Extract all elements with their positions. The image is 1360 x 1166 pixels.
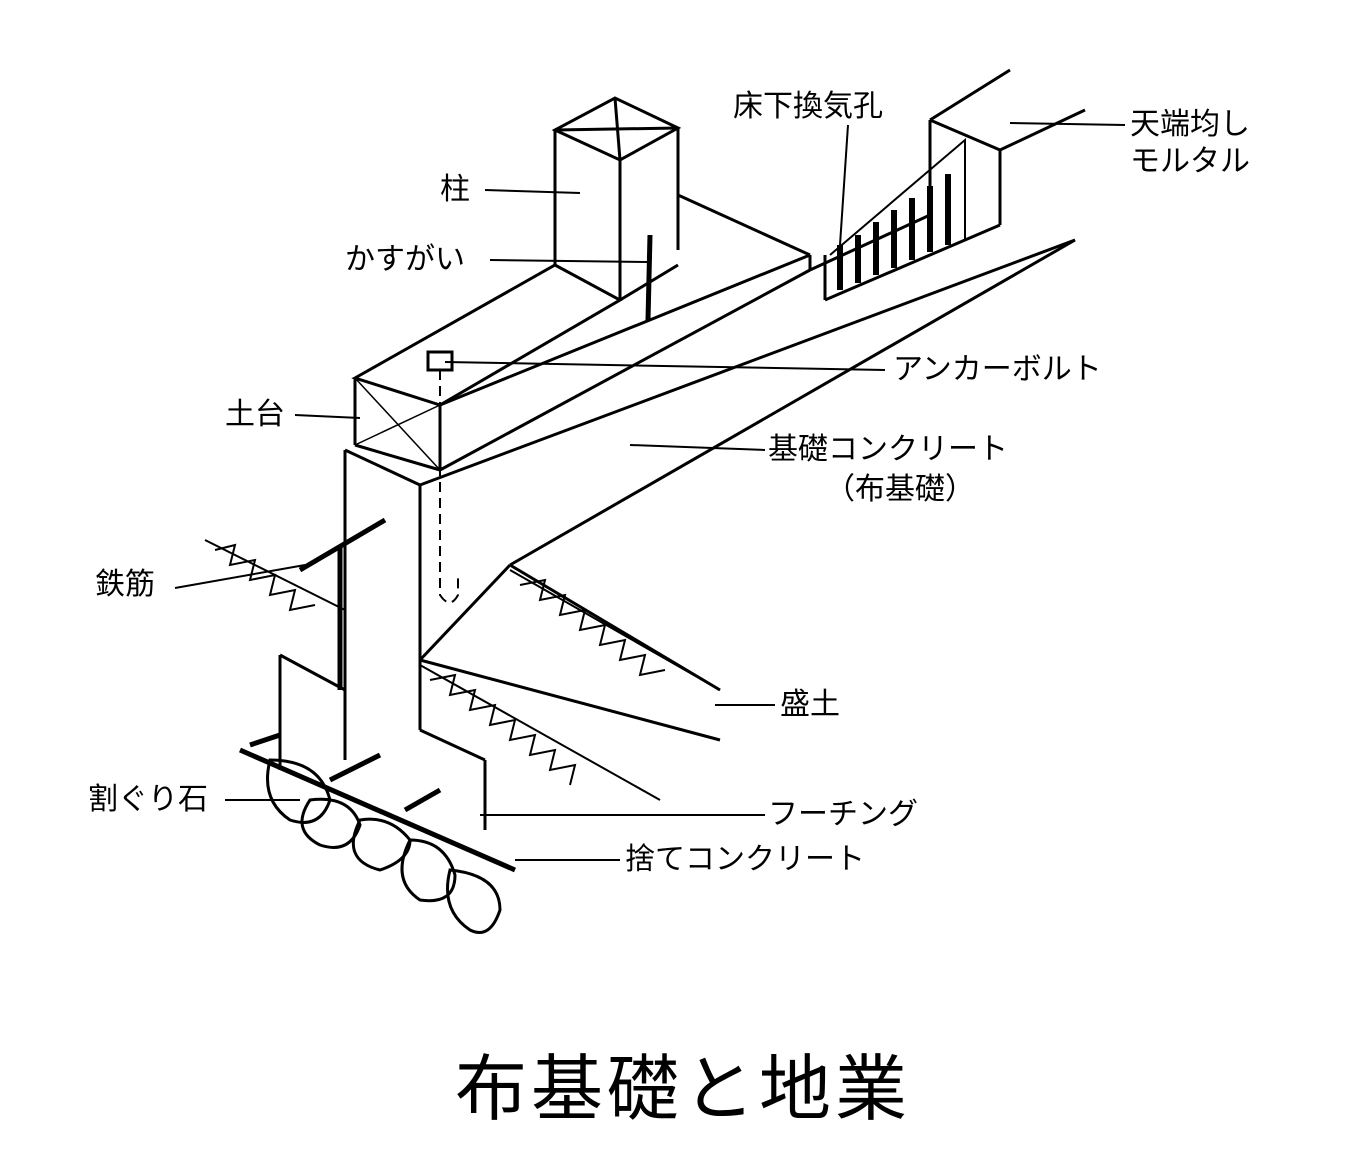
label-sill: 土台 bbox=[225, 397, 285, 432]
label-foundation-concrete: 基礎コンクリート bbox=[768, 432, 1008, 467]
rebar-drawing bbox=[239, 517, 516, 873]
label-post: 柱 bbox=[440, 172, 470, 207]
ground-hatch bbox=[204, 539, 721, 801]
leader-lines bbox=[174, 122, 1126, 861]
label-footing: フーチング bbox=[768, 797, 918, 832]
label-anchor-bolt: アンカーボルト bbox=[893, 352, 1102, 387]
label-clamp: かすがい bbox=[345, 242, 465, 277]
foundation-wall-drawing bbox=[343, 68, 1086, 760]
clamp-drawing bbox=[645, 234, 653, 321]
anchor-bolt-drawing bbox=[426, 350, 459, 604]
label-continuous-footing: （布基礎） bbox=[825, 472, 975, 507]
label-crushed-stone: 割ぐり石 bbox=[88, 782, 208, 817]
label-leveling-concrete: 捨てコンクリート bbox=[625, 842, 865, 877]
diagram-title: 布基礎と地業 bbox=[455, 1047, 912, 1131]
sill-drawing bbox=[351, 193, 812, 472]
footing-drawing bbox=[278, 238, 1076, 830]
label-rebar: 鉄筋 bbox=[95, 567, 155, 602]
post-drawing bbox=[551, 96, 682, 300]
label-fill: 盛土 bbox=[780, 687, 840, 722]
label-top-leveling-1: 天端均し bbox=[1130, 107, 1250, 142]
label-vent: 床下換気孔 bbox=[733, 89, 883, 124]
label-top-leveling-2: モルタル bbox=[1130, 144, 1250, 179]
crushed-stone-drawing bbox=[266, 758, 502, 934]
